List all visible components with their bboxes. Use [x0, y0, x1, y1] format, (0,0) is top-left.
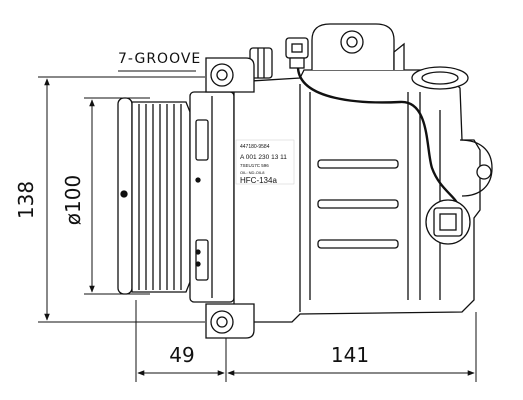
diameter-dimension-value: ø100	[61, 175, 85, 225]
mount-ear-bottom	[205, 303, 255, 339]
height-dimension	[38, 76, 205, 323]
electrical-connector	[285, 37, 460, 207]
pulley	[117, 97, 191, 295]
depth-dimension-value: 49	[169, 343, 194, 367]
nameplate-line4: OIL: ND-OIL8	[240, 170, 265, 175]
front-housing	[189, 91, 235, 303]
length-dimension-value: 141	[331, 343, 369, 367]
nameplate-line2: A 001 230 13 11	[240, 154, 287, 161]
groove-label: 7-GROOVE	[118, 51, 201, 67]
bottom-dimensions	[135, 300, 477, 382]
height-dimension-value: 138	[14, 181, 38, 219]
nameplate-refrigerant: HFC-134a	[240, 176, 277, 185]
solenoid-plug	[425, 199, 471, 245]
mount-ear-top	[205, 57, 255, 93]
nameplate: 447180-9584 A 001 230 13 11 7SEU17C 596 …	[235, 139, 295, 185]
compressor-body	[233, 69, 493, 323]
top-fitting	[311, 23, 405, 70]
diameter-dimension	[84, 97, 150, 295]
nameplate-line3: 7SEU17C 596	[240, 163, 269, 168]
nameplate-line1: 447180-9584	[240, 144, 270, 150]
service-port	[411, 66, 469, 90]
